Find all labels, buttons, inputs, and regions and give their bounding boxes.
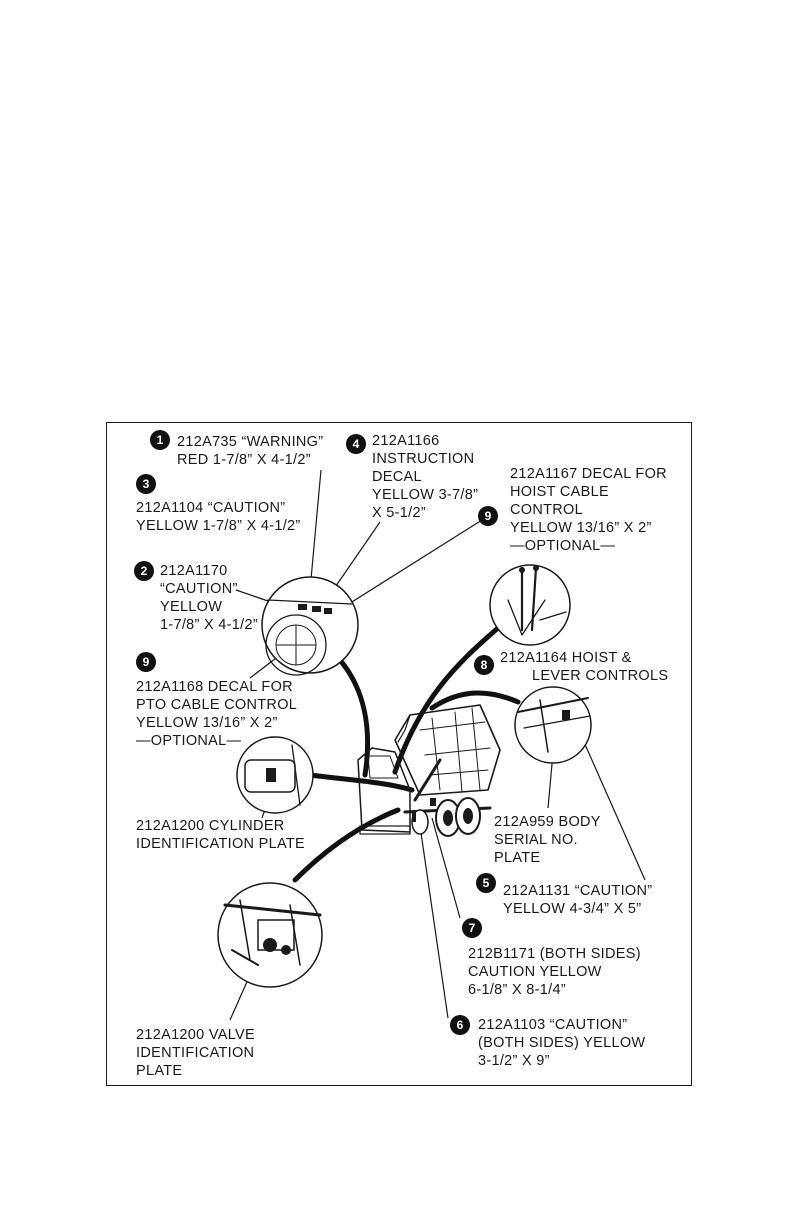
callout-2-line-1: 212A1170 (160, 563, 228, 579)
callout-9a-text: 212A1167 DECAL FOR HOIST CABLE CONTROL Y… (510, 465, 667, 555)
callout-3-line-1: 212A1104 “CAUTION” (136, 500, 286, 516)
callout-3-line-2: YELLOW 1-7/8” X 4-1/2” (136, 518, 301, 534)
callout-2-line-3: YELLOW (160, 599, 223, 615)
detail-valve-circle (217, 882, 323, 988)
callout-6-line-1: 212A1103 “CAUTION” (478, 1017, 628, 1033)
link-valve-hose (292, 807, 401, 883)
callout-5-badge: 5 (476, 873, 496, 893)
callout-9a-line-3: CONTROL (510, 502, 583, 518)
callout-7-badge: 7 (462, 918, 482, 938)
callout-2-line-4: 1-7/8” X 4-1/2” (160, 617, 258, 633)
diagram-frame (106, 422, 692, 1086)
callout-9a-line-5: —OPTIONAL— (510, 538, 616, 554)
callout-8-line-2: LEVER CONTROLS (532, 668, 669, 684)
detail-serial-circle (514, 686, 592, 764)
serial-plate-line-3: PLATE (494, 850, 541, 866)
serial-plate-line-1: 212A959 BODY (494, 814, 601, 830)
callout-4-line-3: DECAL (372, 469, 422, 485)
detail-cab-circle (261, 576, 359, 676)
callout-2-text: 212A1170 “CAUTION” YELLOW 1-7/8” X 4-1/2… (160, 562, 258, 634)
callout-4-text: 212A1166 INSTRUCTION DECAL YELLOW 3-7/8”… (372, 432, 478, 522)
valve-plate-line-3: PLATE (136, 1063, 183, 1079)
callout-6-line-3: 3-1/2” X 9” (478, 1053, 550, 1069)
callout-6-text: 212A1103 “CAUTION” (BOTH SIDES) YELLOW 3… (478, 1016, 645, 1070)
callout-4-line-2: INSTRUCTION (372, 451, 475, 467)
callout-6-line-2: (BOTH SIDES) YELLOW (478, 1035, 646, 1051)
callout-4-line-1: 212A1166 (372, 433, 440, 449)
callout-9b-badge: 9 (136, 652, 156, 672)
link-cab-hose (337, 657, 371, 778)
valve-plate-line-1: 212A1200 VALVE (136, 1027, 255, 1043)
callout-5-line-1: 212A1131 “CAUTION” (503, 883, 653, 899)
callout-9b-line-3: YELLOW 13/16” X 2” (136, 715, 278, 731)
leader-9a (335, 519, 483, 613)
callout-8-badge: 8 (474, 655, 494, 675)
callout-5-text: 212A1131 “CAUTION” YELLOW 4-3/4” X 5” (503, 882, 652, 918)
leader-6 (419, 825, 449, 1019)
cylinder-plate-line-1: 212A1200 CYLINDER (136, 818, 285, 834)
detail-lever-circle (489, 564, 571, 646)
serial-plate-text: 212A959 BODY SERIAL NO. PLATE (494, 813, 601, 867)
callout-2-line-2: “CAUTION” (160, 581, 238, 597)
callout-9a-line-4: YELLOW 13/16” X 2” (510, 520, 652, 536)
callout-2-badge: 2 (134, 561, 154, 581)
link-lever-hose (392, 625, 501, 775)
cylinder-plate-text: 212A1200 CYLINDER IDENTIFICATION PLATE (136, 817, 305, 853)
valve-plate-line-2: IDENTIFICATION (136, 1045, 255, 1061)
callout-9b-text: 212A1168 DECAL FOR PTO CABLE CONTROL YEL… (136, 678, 297, 750)
callout-7-text: 212B1171 (BOTH SIDES) CAUTION YELLOW 6-1… (468, 945, 641, 999)
callout-9b-line-1: 212A1168 DECAL FOR (136, 679, 293, 695)
callout-8-text: 212A1164 HOIST & LEVER CONTROLS (500, 649, 668, 685)
detail-cylinder-circle (236, 736, 314, 814)
cylinder-plate-line-2: IDENTIFICATION PLATE (136, 836, 306, 852)
dump-truck (357, 704, 501, 837)
callout-1-text: 212A735 “WARNING” RED 1-7/8” X 4-1/2” (177, 433, 323, 469)
callout-1-line-2: RED 1-7/8” X 4-1/2” (177, 452, 311, 468)
leader-7 (431, 817, 461, 919)
callout-7-line-2: CAUTION YELLOW (468, 964, 602, 980)
link-cylinder-hose (307, 772, 415, 793)
callout-6-badge: 6 (450, 1015, 470, 1035)
callout-5-line-2: YELLOW 4-3/4” X 5” (503, 901, 642, 917)
callout-9a-line-1: 212A1167 DECAL FOR (510, 466, 667, 482)
callout-4-line-4: YELLOW 3-7/8” (372, 487, 479, 503)
callout-9b-line-4: —OPTIONAL— (136, 733, 242, 749)
callout-1-line-1: 212A735 “WARNING” (177, 434, 324, 450)
callout-7-line-3: 6-1/8” X 8-1/4” (468, 982, 566, 998)
valve-plate-text: 212A1200 VALVE IDENTIFICATION PLATE (136, 1026, 255, 1080)
callout-3-text: 212A1104 “CAUTION” YELLOW 1-7/8” X 4-1/2… (136, 499, 301, 535)
callout-4-badge: 4 (346, 434, 366, 454)
callout-8-line-1: 212A1164 HOIST & (500, 650, 632, 666)
link-serial-hose (429, 690, 521, 711)
callout-4-line-5: X 5-1/2” (372, 505, 426, 521)
callout-9b-line-2: PTO CABLE CONTROL (136, 697, 298, 713)
callout-7-line-1: 212B1171 (BOTH SIDES) (468, 946, 641, 962)
callout-9a-badge: 9 (478, 506, 498, 526)
serial-plate-line-2: SERIAL NO. (494, 832, 578, 848)
callout-3-badge: 3 (136, 474, 156, 494)
callout-1-badge: 1 (150, 430, 170, 450)
callout-9a-line-2: HOIST CABLE (510, 484, 609, 500)
